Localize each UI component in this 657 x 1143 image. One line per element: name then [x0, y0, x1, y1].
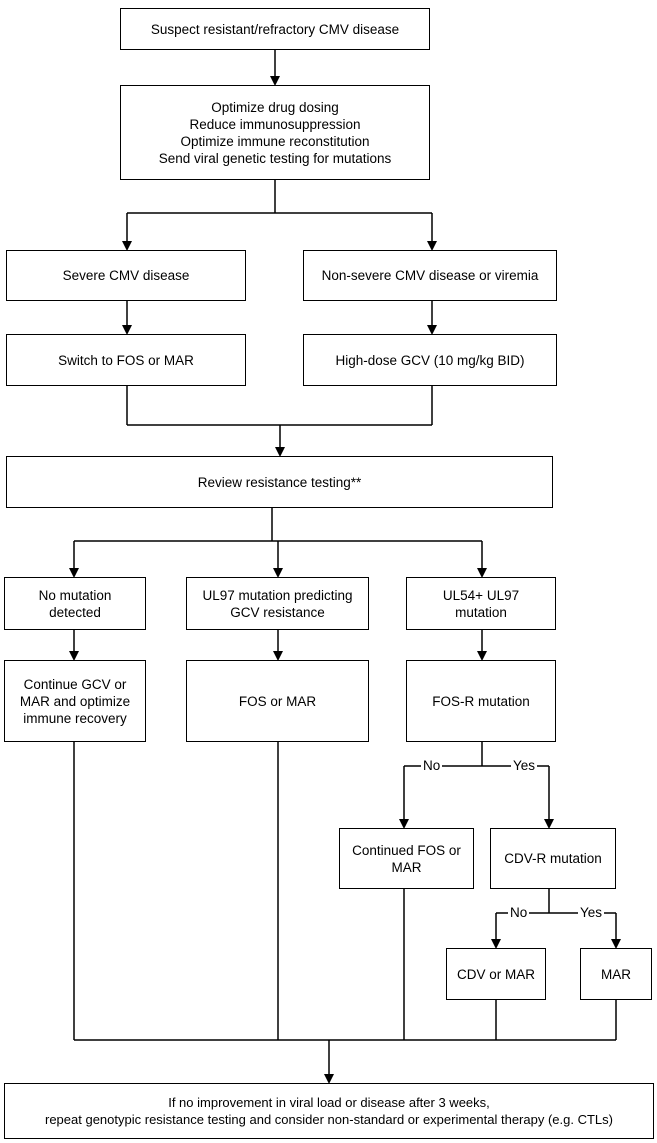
- edge-label-fosr-no: No: [421, 758, 443, 774]
- node-cdv-r-mutation: CDV-R mutation: [490, 828, 616, 889]
- node-optimize: Optimize drug dosing Reduce immunosuppre…: [120, 85, 430, 180]
- node-cdv-or-mar: CDV or MAR: [446, 948, 546, 1000]
- edge-label-cdvr-yes: Yes: [578, 905, 605, 921]
- node-severe: Severe CMV disease: [6, 250, 246, 301]
- edge-label-cdvr-no: No: [508, 905, 530, 921]
- node-no-mutation: No mutation detected: [4, 577, 146, 630]
- node-switch: Switch to FOS or MAR: [6, 334, 246, 386]
- node-nonsevere: Non-severe CMV disease or viremia: [303, 250, 557, 301]
- node-suspect: Suspect resistant/refractory CMV disease: [120, 8, 430, 50]
- node-review: Review resistance testing**: [6, 456, 553, 508]
- node-fos-or-mar: FOS or MAR: [186, 660, 369, 742]
- edge-label-fosr-yes: Yes: [511, 758, 538, 774]
- node-ul54-ul97-mutation: UL54+ UL97 mutation: [406, 577, 556, 630]
- node-highdose: High-dose GCV (10 mg/kg BID): [303, 334, 557, 386]
- node-ul97-mutation: UL97 mutation predicting GCV resistance: [186, 577, 369, 630]
- node-mar: MAR: [580, 948, 652, 1000]
- node-continued-fos-or-mar: Continued FOS or MAR: [339, 828, 474, 889]
- node-final: If no improvement in viral load or disea…: [4, 1083, 654, 1139]
- node-continue-gcv: Continue GCV or MAR and optimize immune …: [4, 660, 146, 742]
- node-fos-r-mutation: FOS-R mutation: [406, 660, 556, 742]
